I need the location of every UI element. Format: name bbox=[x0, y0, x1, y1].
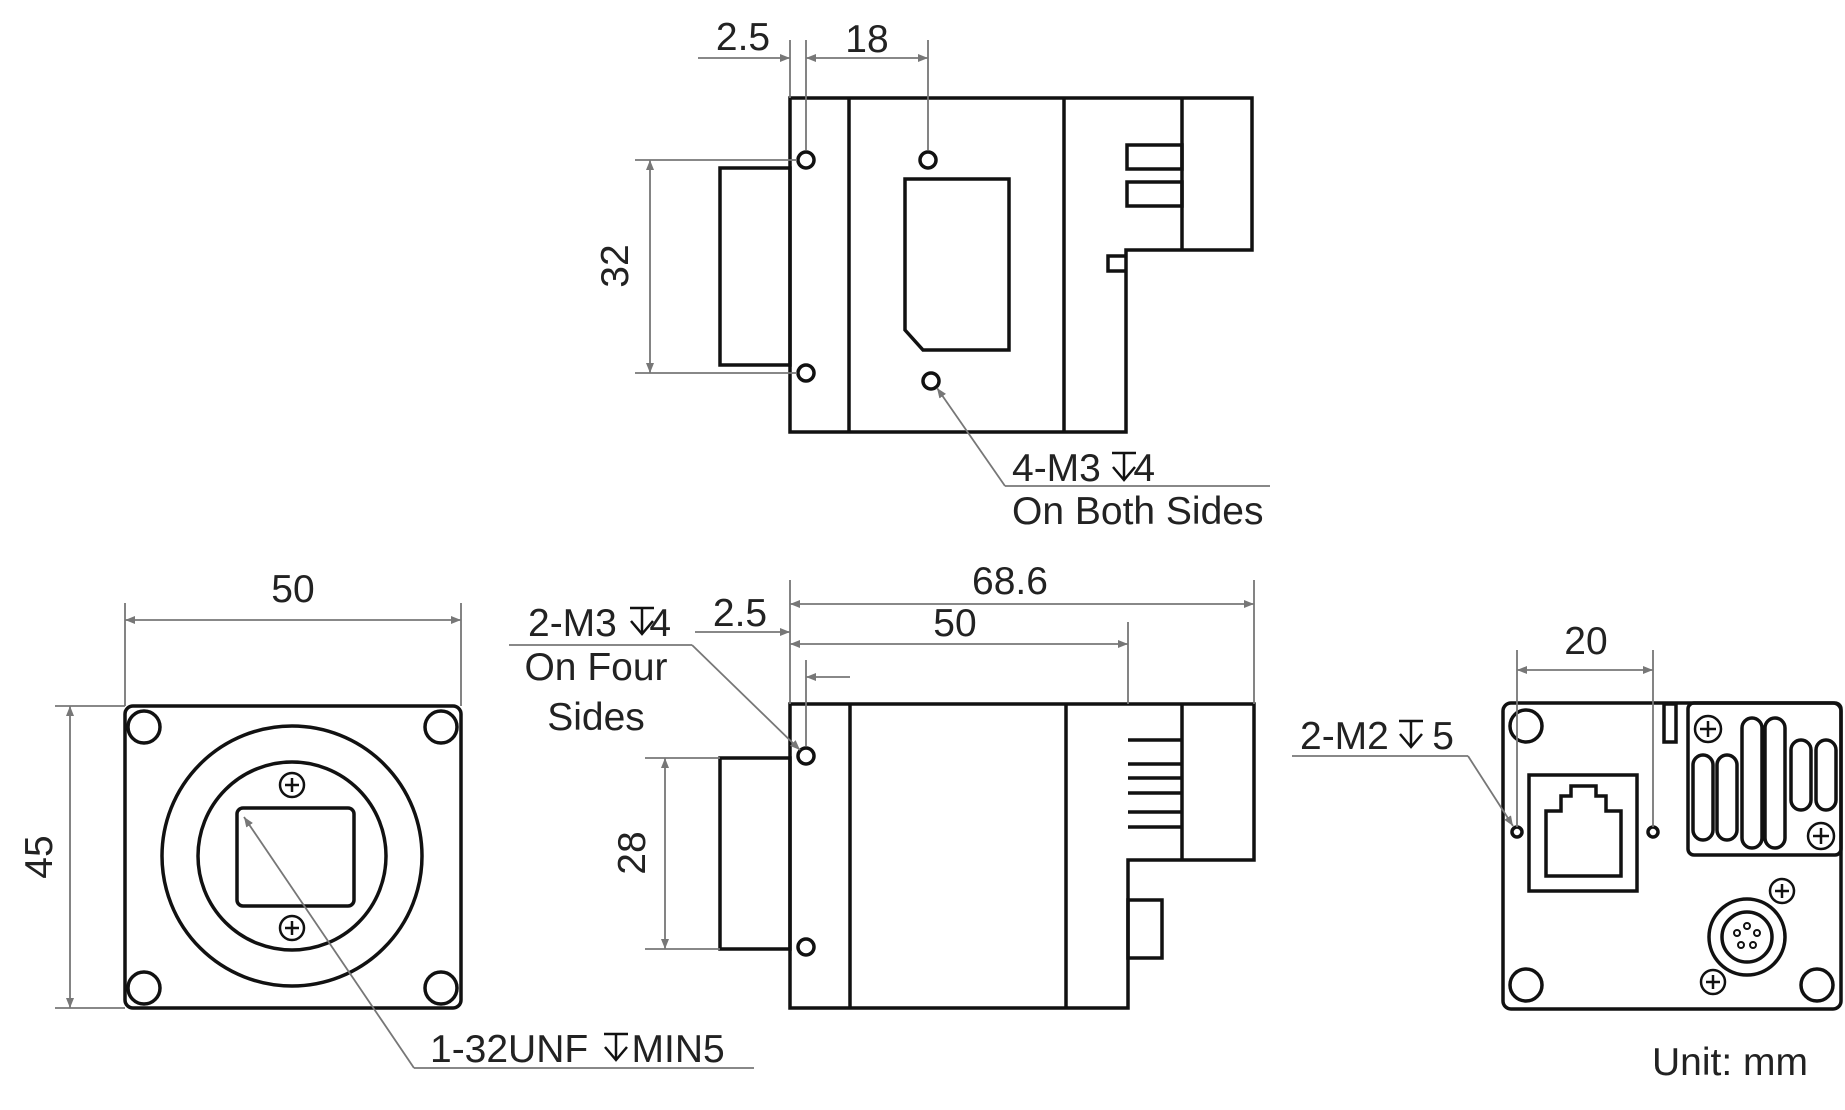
leader-line bbox=[936, 387, 1006, 487]
top-latch bbox=[1106, 254, 1126, 273]
side-io-connector bbox=[1126, 898, 1164, 960]
depth-symbol-icon bbox=[1112, 451, 1136, 482]
screw-icon bbox=[1806, 821, 1836, 851]
note-1-32unf: 1-32UNF MIN5 bbox=[430, 1028, 725, 1071]
top-label-plate bbox=[903, 177, 1011, 352]
top-mount-hole bbox=[796, 150, 816, 170]
top-connector-slot-lower bbox=[1125, 180, 1184, 208]
screw-icon bbox=[1768, 877, 1796, 905]
side-view: 68.6 50 2.5 28 2-M3 4 On Four Sides bbox=[509, 560, 1256, 1010]
top-connector-slot-upper bbox=[1125, 143, 1184, 171]
dim-label-18: 18 bbox=[845, 18, 888, 61]
front-corner-hole bbox=[126, 709, 162, 745]
front-mount-ring-outer bbox=[160, 724, 424, 988]
top-mount-hole bbox=[918, 150, 938, 170]
rear-corner-hole bbox=[1508, 708, 1544, 744]
screw-icon bbox=[278, 771, 306, 799]
front-view: 50 45 1-32UNF MIN5 bbox=[18, 568, 754, 1071]
side-lens-mount bbox=[718, 756, 792, 951]
front-corner-hole bbox=[423, 709, 459, 745]
front-corner-hole bbox=[423, 970, 459, 1006]
screw-icon bbox=[1699, 968, 1727, 996]
dim-label-45: 45 bbox=[18, 835, 61, 878]
front-mount-ring-inner bbox=[196, 760, 388, 952]
side-mount-hole bbox=[796, 746, 816, 766]
depth-symbol-icon bbox=[604, 1032, 628, 1062]
vent-slot-icon bbox=[1740, 716, 1764, 850]
rear-m2-hole bbox=[1646, 825, 1660, 839]
top-mount-hole bbox=[796, 363, 816, 383]
top-body-outline bbox=[788, 96, 1254, 434]
ethernet-port-icon bbox=[1527, 773, 1639, 893]
vent-slot-icon bbox=[1814, 738, 1838, 812]
side-mount-hole bbox=[796, 937, 816, 957]
vent-slot-icon bbox=[1715, 753, 1739, 842]
vent-slot-icon bbox=[1763, 716, 1787, 850]
note-sides: Sides bbox=[547, 696, 645, 739]
leader-line bbox=[691, 644, 801, 751]
screw-icon bbox=[278, 914, 306, 942]
top-lens-mount bbox=[718, 166, 792, 367]
dim-label-32: 32 bbox=[594, 244, 637, 287]
rear-vent-panel bbox=[1686, 701, 1843, 857]
dim-label-2-5-side: 2.5 bbox=[713, 592, 767, 635]
note-on-both-sides: On Both Sides bbox=[1012, 490, 1263, 533]
front-corner-hole bbox=[126, 970, 162, 1006]
depth-symbol-icon bbox=[1399, 719, 1423, 749]
top-mount-hole bbox=[921, 371, 941, 391]
screw-icon bbox=[1693, 714, 1723, 744]
dim-label-2-5: 2.5 bbox=[716, 16, 770, 59]
front-sensor-window bbox=[235, 806, 356, 908]
depth-symbol-icon bbox=[630, 606, 654, 636]
dim-label-68-6: 68.6 bbox=[972, 560, 1048, 603]
dim-label-28: 28 bbox=[611, 831, 654, 874]
dim-label-50: 50 bbox=[271, 568, 314, 611]
leader-line bbox=[243, 816, 415, 1069]
rear-latch bbox=[1662, 702, 1678, 744]
dim-label-50-side: 50 bbox=[933, 602, 976, 645]
rear-corner-hole bbox=[1508, 967, 1544, 1003]
top-view: 2.5 18 32 4-M3 4 On Both Sides bbox=[594, 16, 1270, 533]
dim-label-20: 20 bbox=[1564, 620, 1607, 663]
unit-label: Unit: mm bbox=[1652, 1041, 1808, 1084]
rear-view: 20 2-M2 5 bbox=[1292, 620, 1843, 1011]
rear-corner-hole bbox=[1799, 967, 1835, 1003]
note-2-m2: 2-M2 5 bbox=[1300, 715, 1454, 758]
note-on-four: On Four bbox=[524, 646, 667, 689]
ethernet-jack-outline bbox=[1544, 784, 1623, 878]
rear-m2-hole bbox=[1510, 825, 1524, 839]
side-body-outline bbox=[788, 702, 1256, 1010]
vent-slot-icon bbox=[1789, 738, 1813, 812]
leader-line bbox=[1467, 755, 1514, 827]
front-body-outline bbox=[123, 704, 463, 1010]
vent-slot-icon bbox=[1691, 753, 1715, 842]
power-connector-icon bbox=[1707, 897, 1787, 977]
